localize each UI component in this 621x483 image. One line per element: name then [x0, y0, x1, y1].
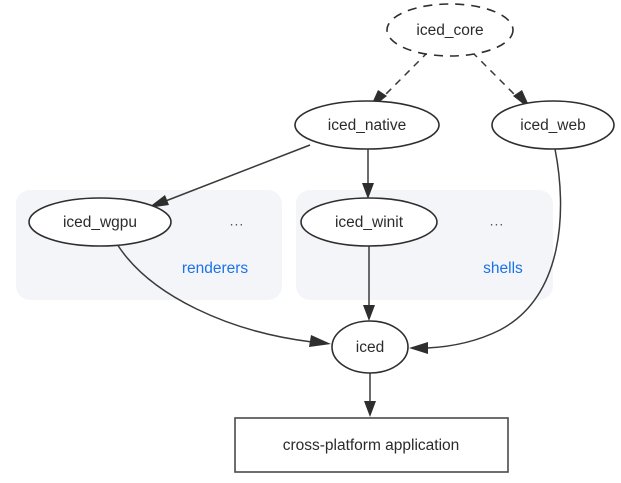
node-iced-wgpu-label: iced_wgpu	[63, 214, 137, 231]
edge-iced-to-app-arrowhead	[364, 401, 376, 417]
node-iced-winit-shape[interactable]	[300, 197, 438, 247]
node-iced-winit[interactable]: iced_winit	[300, 197, 438, 247]
node-iced-wgpu-shape[interactable]	[28, 197, 172, 247]
edge-iced-to-app	[364, 373, 376, 417]
edge-native-to-wgpu-line	[162, 144, 311, 203]
cluster-renderers-label: renderers	[182, 260, 249, 277]
edge-native-to-winit	[362, 149, 374, 199]
edge-native-to-wgpu-arrowhead	[148, 195, 169, 208]
edge-web-to-iced-arrowhead	[409, 342, 428, 354]
node-cross-platform-application[interactable]: cross-platform application	[234, 417, 509, 473]
node-iced-winit-label: iced_winit	[335, 214, 404, 231]
shells-more-ellipsis: ...	[490, 213, 505, 229]
node-iced-native-shape[interactable]	[294, 100, 440, 150]
edge-winit-to-iced	[363, 246, 375, 321]
node-iced-label: iced	[356, 339, 384, 356]
node-iced-wgpu[interactable]: iced_wgpu	[28, 197, 172, 247]
edge-winit-to-iced-arrowhead	[363, 305, 375, 321]
edge-core-to-web	[471, 51, 531, 110]
node-iced-core[interactable]: iced_core	[386, 3, 514, 57]
cluster-shells-label: shells	[483, 260, 523, 277]
edge-core-to-web-line	[471, 51, 519, 99]
edge-core-to-native-line	[381, 51, 429, 99]
edge-wgpu-to-iced-arrowhead	[309, 335, 331, 347]
renderers-more-ellipsis: ...	[230, 213, 245, 229]
node-iced-web[interactable]: iced_web	[491, 100, 615, 150]
edge-native-to-winit-arrowhead	[362, 183, 374, 199]
node-iced-native-label: iced_native	[328, 117, 406, 134]
edge-web-to-iced	[409, 148, 562, 354]
node-iced-core-label: iced_core	[416, 22, 483, 39]
node-iced-core-shape[interactable]	[386, 3, 514, 57]
node-iced-shape[interactable]	[331, 320, 409, 374]
edge-wgpu-to-iced	[116, 243, 331, 347]
node-iced-native[interactable]: iced_native	[294, 100, 440, 150]
node-cross-platform-application-label: cross-platform application	[283, 437, 460, 454]
node-cross-platform-application-shape[interactable]	[234, 417, 509, 473]
edge-native-to-wgpu	[148, 144, 311, 208]
edge-wgpu-to-iced-line	[116, 243, 313, 343]
node-iced-web-label: iced_web	[520, 117, 586, 134]
edge-web-to-iced-line	[426, 148, 562, 349]
node-iced-web-shape[interactable]	[491, 100, 615, 150]
node-iced[interactable]: iced	[331, 320, 409, 374]
